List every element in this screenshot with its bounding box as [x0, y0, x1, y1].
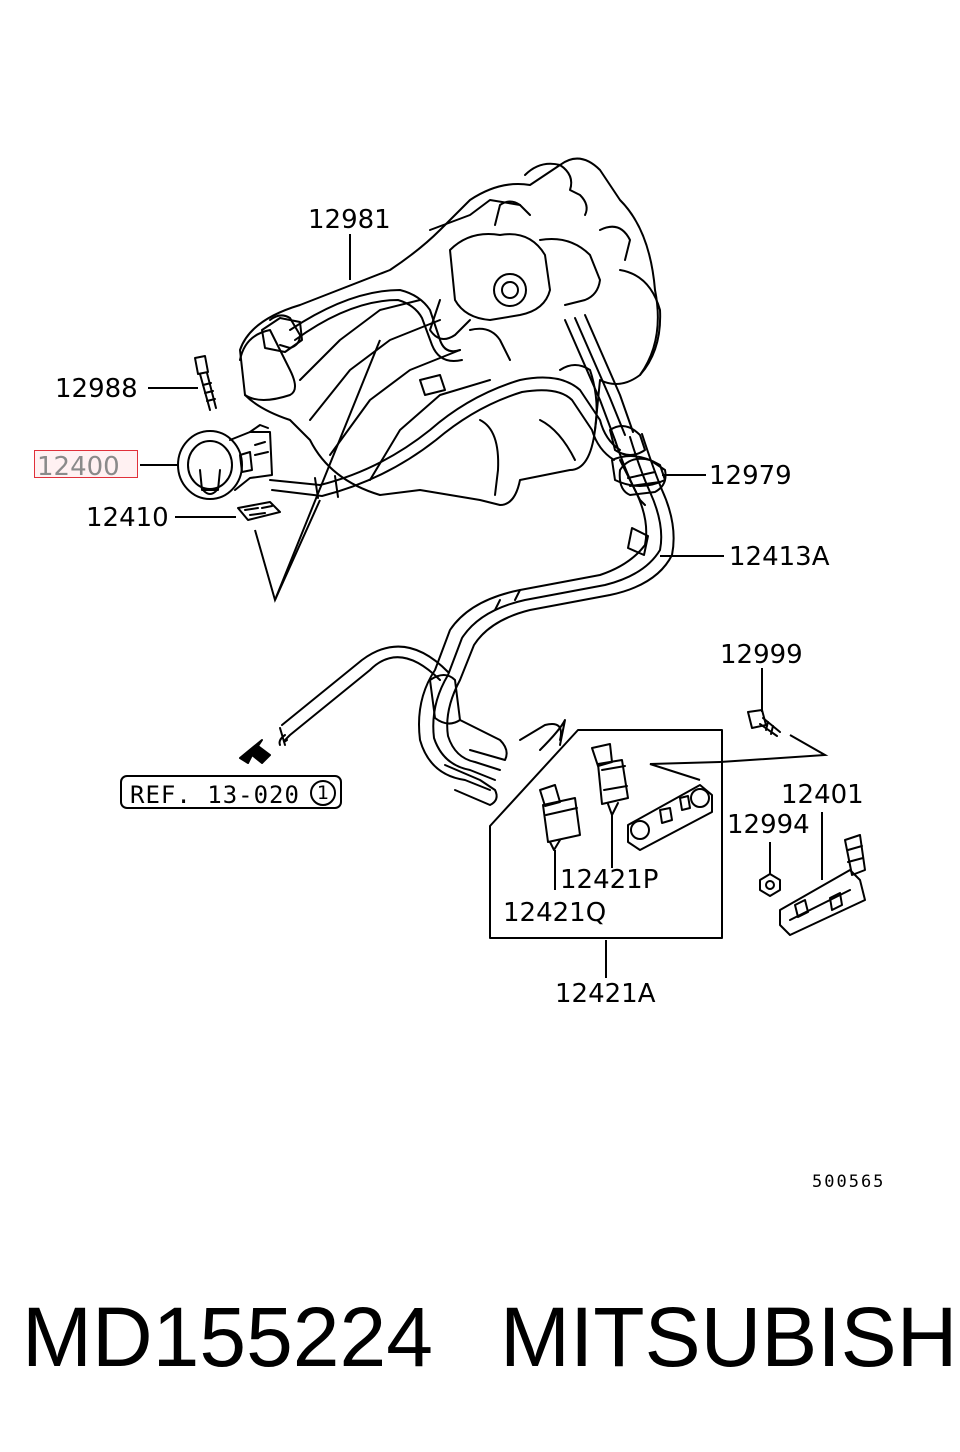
label-12994: 12994 [727, 810, 810, 840]
label-12400-highlight[interactable]: 12400 [34, 450, 138, 482]
harness-pipes-12413A [278, 314, 675, 806]
bolt-12999 [747, 709, 781, 737]
leader-12999-v2 [649, 761, 721, 781]
footer-brand: MITSUBISHI [500, 1290, 960, 1384]
label-12988: 12988 [55, 374, 138, 404]
label-12999: 12999 [720, 640, 803, 670]
label-12421P: 12421P [560, 865, 659, 895]
label-12400: 12400 [37, 452, 120, 482]
ref-13-020-box[interactable]: REF. 13-020 1 [120, 775, 342, 809]
label-12421A: 12421A [555, 979, 656, 1009]
ref-arrow [239, 739, 271, 764]
solenoid-bracket [627, 784, 713, 851]
label-12981: 12981 [308, 205, 391, 235]
egr-valve-12400 [177, 424, 273, 500]
intake-manifold [239, 157, 662, 506]
solenoid-12421Q [539, 784, 581, 851]
nut-12994 [759, 873, 781, 897]
solenoid-box-12421A [489, 729, 723, 939]
bolt-12988 [194, 355, 217, 411]
label-12413A: 12413A [729, 542, 830, 572]
clip-12979 [618, 457, 667, 496]
ref-text: REF. 13-020 [130, 781, 300, 809]
solenoid-12421P [591, 743, 629, 816]
hose-12981 [261, 289, 463, 362]
label-12421Q: 12421Q [503, 898, 607, 928]
footer-part-number: MD155224 [22, 1290, 433, 1384]
bracket-12401 [779, 834, 866, 936]
leader-12999-v [719, 734, 829, 763]
label-12401: 12401 [781, 780, 864, 810]
label-12979: 12979 [709, 461, 792, 491]
leader-12410-v2 [274, 339, 381, 601]
label-12410: 12410 [86, 503, 169, 533]
diagram-code: 500565 [812, 1172, 886, 1192]
gasket-12410 [237, 501, 281, 521]
ref-circle-number: 1 [310, 780, 336, 806]
vacuum-line-egr [269, 376, 621, 499]
